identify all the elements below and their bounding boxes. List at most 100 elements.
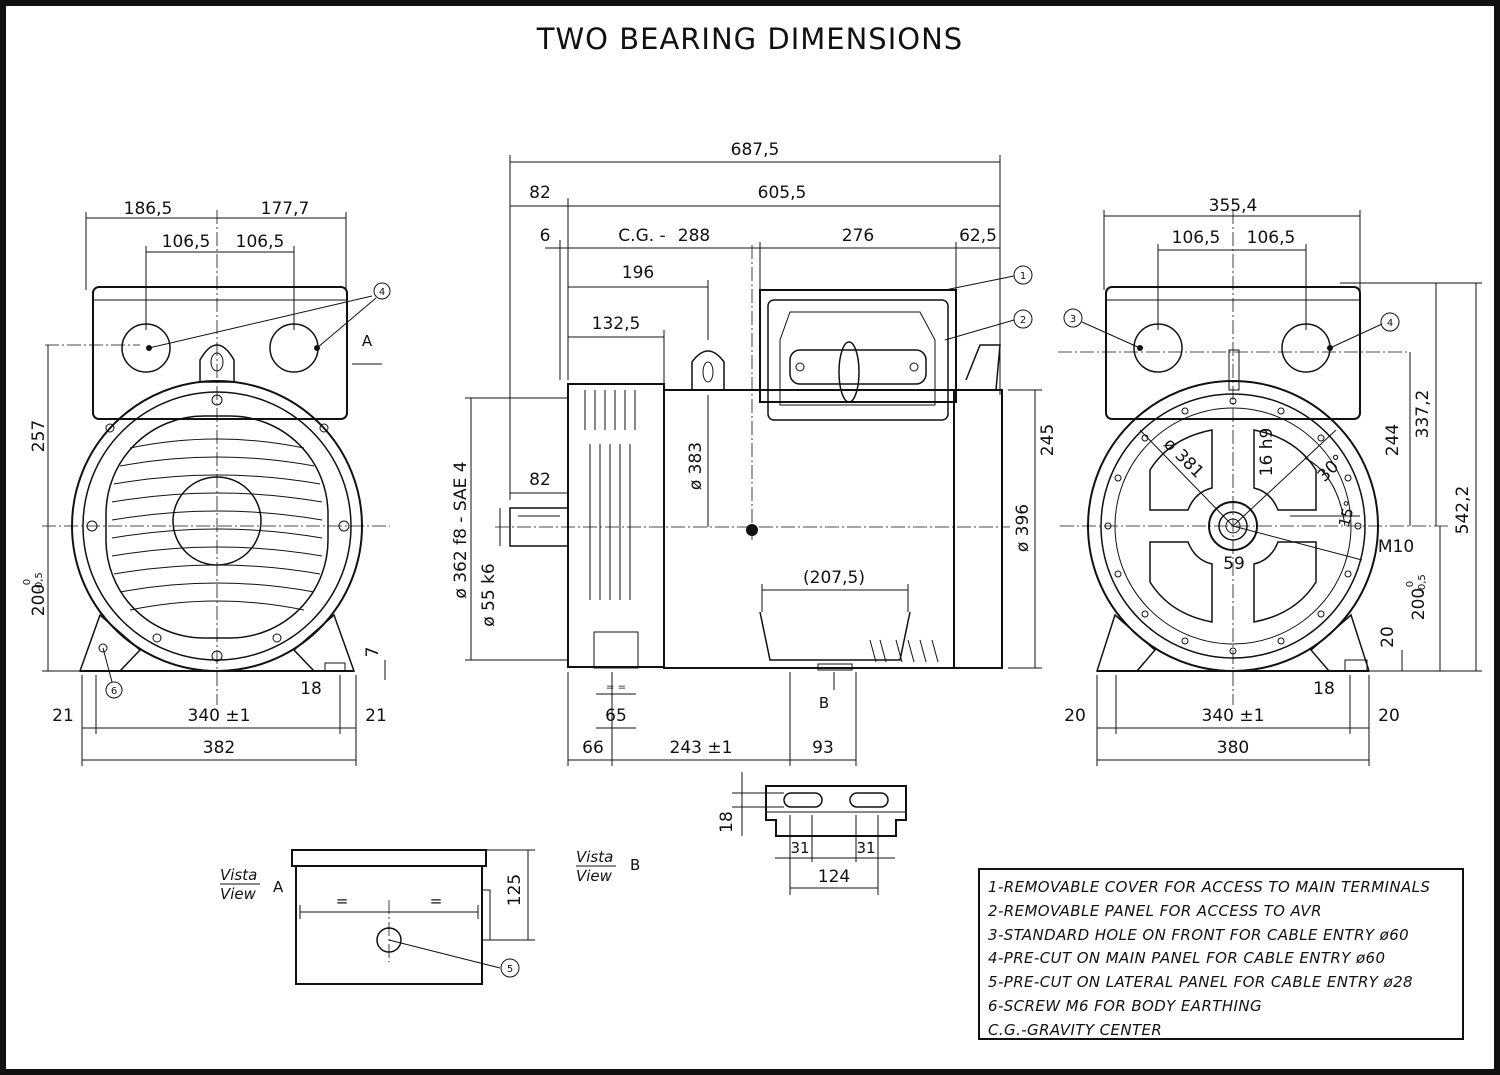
front-terminal-box (92, 286, 348, 420)
dim-93: 93 (812, 738, 834, 758)
dim-542-2: 542,2 (1453, 486, 1473, 535)
vista-a-callout-5-label: 5 (507, 964, 513, 975)
note-4: 4-PRE-CUT ON MAIN PANEL FOR CABLE ENTRY … (988, 949, 1386, 968)
dim-d383: ø 383 (686, 442, 706, 490)
dim-slot-31-left: 31 (790, 839, 809, 857)
dim-cg-label: C.G. - (618, 226, 665, 246)
dim-125: 125 (505, 874, 525, 906)
rear-callout-4 (1380, 312, 1400, 332)
side-avr-connector (838, 341, 860, 403)
rear-tol-lower: -0,5 (1417, 574, 1428, 594)
note-2: 2-REMOVABLE PANEL FOR ACCESS TO AVR (988, 901, 1322, 920)
dim-65: 65 (605, 706, 627, 726)
dim-59: 59 (1223, 554, 1245, 574)
side-callout-1 (1013, 265, 1033, 285)
rear-window-tr (1253, 429, 1317, 511)
side-lifting-eye (691, 350, 725, 391)
dim-6: 6 (540, 226, 551, 246)
front-foot-left (78, 613, 142, 672)
view-marker-a: A (362, 332, 373, 350)
foot-detail (732, 772, 907, 895)
dim-380: 380 (1217, 738, 1249, 758)
rear-dim-hole-right: 106,5 (1247, 228, 1296, 248)
note-cg: C.G.-GRAVITY CENTER (988, 1020, 1163, 1039)
dim-605-5: 605,5 (758, 183, 807, 203)
dim-245: 245 (1038, 424, 1058, 456)
vista-a-eq-right: = (430, 892, 443, 910)
rear-window-br (1253, 541, 1317, 623)
note-1: 1-REMOVABLE COVER FOR ACCESS TO MAIN TER… (988, 878, 1431, 896)
vista-b-label-bottom: View (576, 867, 613, 885)
dim-66: 66 (582, 738, 604, 758)
dim-196: 196 (622, 263, 654, 283)
rear-dim-20-right: 20 (1378, 706, 1400, 726)
side-avr-panel (767, 299, 949, 421)
dim-d396: ø 396 (1013, 504, 1033, 552)
dim-slot-31-right: 31 (856, 839, 875, 857)
foot-slot-right (849, 792, 889, 808)
side-fan-fins (584, 390, 636, 600)
notes-legend: 1-REMOVABLE COVER FOR ACCESS TO MAIN TER… (978, 868, 1464, 1040)
front-callout-6 (105, 681, 123, 699)
dim-337-2: 337,2 (1413, 390, 1433, 439)
dim-m10: M10 (1378, 537, 1414, 557)
rear-dim-340: 340 ±1 (1202, 706, 1265, 726)
dim-82-shaft: 82 (529, 183, 551, 203)
dim-200: 200 (29, 584, 49, 616)
dim-132-5: 132,5 (592, 314, 641, 334)
tol-lower: -0,5 (34, 572, 45, 592)
dim-382: 382 (203, 738, 235, 758)
dim-687-5: 687,5 (731, 140, 780, 160)
dim-340: 340 ±1 (188, 706, 251, 726)
dim-244: 244 (1383, 424, 1403, 456)
rear-dim-200: 200 (1409, 588, 1429, 620)
dim-243: 243 ±1 (670, 738, 733, 758)
rear-callout-4-label: 4 (1387, 318, 1393, 329)
dim-hole-left: 106,5 (162, 232, 211, 252)
side-foot (759, 611, 911, 661)
side-callout-2-label: 2 (1020, 315, 1026, 326)
view-marker-b: B (819, 694, 829, 712)
dim-288: 288 (678, 226, 710, 246)
dim-82-ext: 82 (529, 470, 551, 490)
dim-18: 18 (300, 679, 322, 699)
foot-detail-outline (765, 785, 907, 837)
dim-hole-right: 106,5 (236, 232, 285, 252)
dim-foot-18: 18 (717, 811, 737, 833)
vista-b-letter: B (630, 856, 640, 874)
drawing-title: TWO BEARING DIMENSIONS (536, 22, 964, 56)
side-view (465, 155, 1042, 766)
rear-window-bl (1149, 541, 1213, 623)
vista-a-cover (291, 849, 487, 867)
note-5: 5-PRE-CUT ON LATERAL PANEL FOR CABLE ENT… (988, 973, 1413, 992)
side-fan-housing (567, 383, 665, 668)
dim-62-5: 62,5 (959, 226, 997, 246)
front-view (42, 210, 391, 766)
dim-7: 7 (363, 647, 383, 658)
vista-a-eq-left: = (336, 892, 349, 910)
note-3: 3-STANDARD HOLE ON FRONT FOR CABLE ENTRY… (988, 925, 1410, 944)
rear-tol-upper: 0 (1405, 581, 1416, 587)
dim-keyway: 16 h9 (1257, 428, 1277, 477)
dim-angle-30: 30° (1314, 451, 1349, 486)
rear-dim-18: 18 (1313, 679, 1335, 699)
rear-dim-hole-left: 106,5 (1172, 228, 1221, 248)
front-callout-4 (373, 282, 391, 300)
vista-a-letter: A (273, 878, 284, 896)
tol-upper: 0 (22, 579, 33, 585)
vista-a-view (220, 849, 616, 985)
front-callout-6-label: 6 (111, 686, 117, 697)
dim-257: 257 (29, 420, 49, 452)
vista-a-label-top: Vista (220, 866, 257, 884)
rear-view (1058, 210, 1482, 766)
dim-186-5: 186,5 (124, 199, 173, 219)
vista-b-label-top: Vista (576, 848, 613, 866)
side-callout-1-label: 1 (1020, 271, 1026, 282)
rear-dim-20-left: 20 (1064, 706, 1086, 726)
front-cable-hole-right (269, 323, 319, 373)
rear-window-tl (1149, 429, 1213, 511)
note-6: 6-SCREW M6 FOR BODY EARTHING (988, 996, 1262, 1015)
dim-177-7: 177,7 (261, 199, 310, 219)
